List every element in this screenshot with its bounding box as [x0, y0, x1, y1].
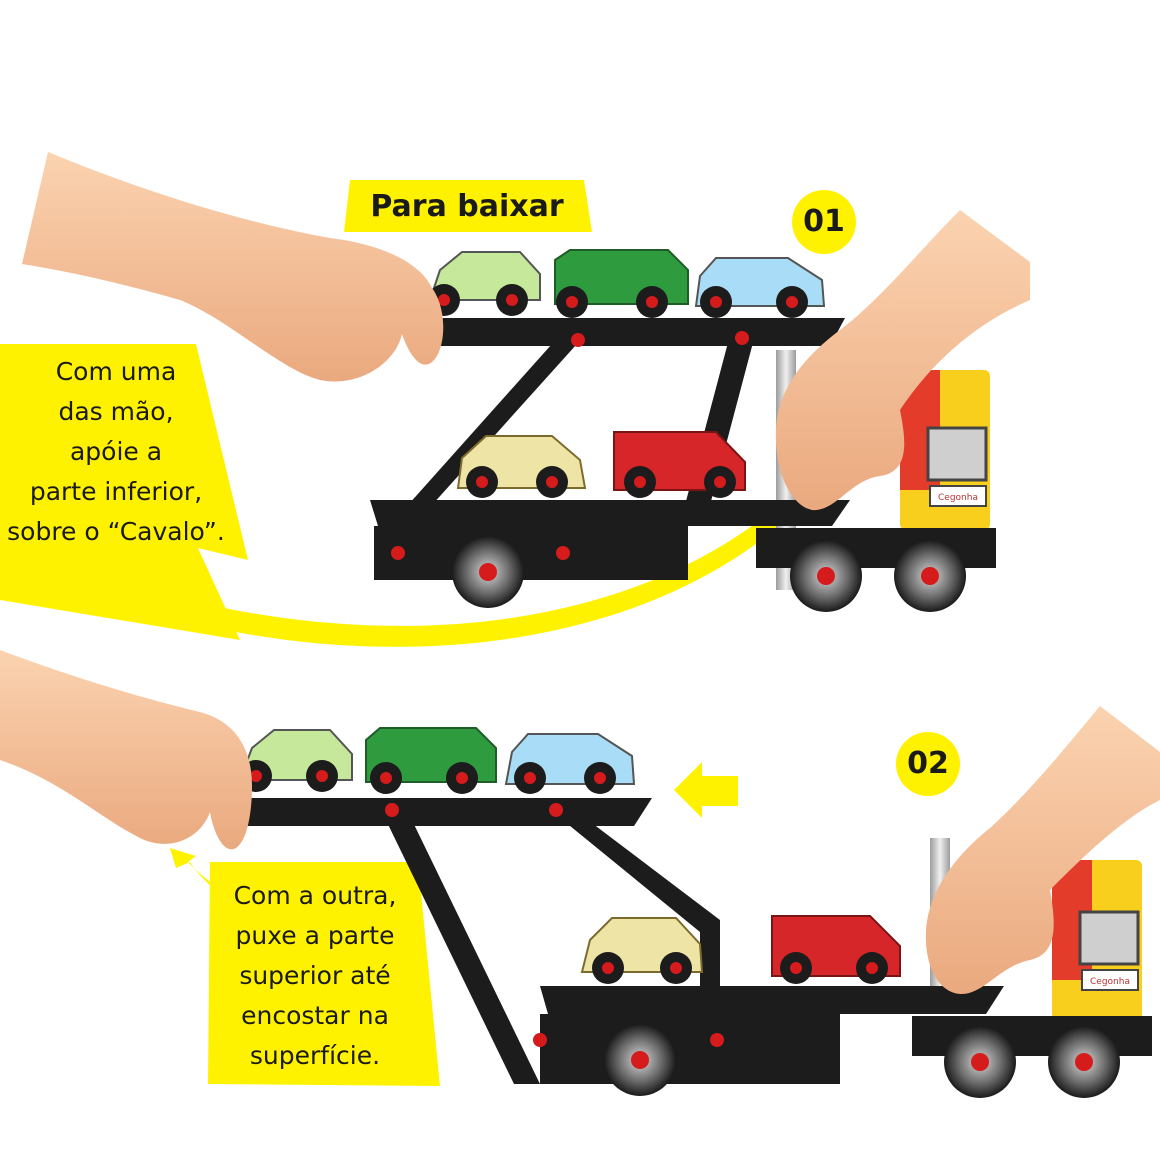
instruction-line: Com a outra,	[233, 881, 397, 910]
instruction-line: puxe a parte	[235, 921, 395, 950]
step-number-2: 02	[907, 746, 949, 781]
hand-icon	[925, 706, 1160, 994]
car-icon	[613, 431, 746, 498]
curved-arrow-icon	[170, 848, 262, 930]
instruction-line: sobre o “Cavalo”.	[7, 517, 225, 546]
truck-brand-2: Cegonha	[1090, 977, 1130, 987]
callout-bubble-1	[0, 344, 248, 640]
step-badge-2	[896, 732, 960, 796]
car-icon	[771, 915, 901, 984]
instruction-line: das mão,	[58, 397, 174, 426]
upper-deck	[398, 318, 845, 346]
wheels-2	[604, 1024, 1120, 1098]
instruction-line: apóie a	[69, 437, 163, 466]
ramp-arm-left	[408, 335, 585, 505]
title-badge	[344, 180, 592, 232]
panel-step-2: Cegonha	[0, 650, 1160, 1098]
instruction-line: superfície.	[249, 1041, 381, 1070]
hand-icon	[775, 210, 1030, 511]
car-icon	[504, 733, 636, 794]
ramp-arm-left	[382, 812, 540, 1084]
ramp-arm-right	[548, 808, 720, 1040]
trailer-body	[540, 1014, 840, 1084]
hand-icon	[0, 650, 252, 850]
arrow-icon	[674, 762, 738, 818]
instruction-text-2: Com a outra, puxe a parte superior até e…	[208, 876, 422, 1076]
callout-bubble-2	[208, 862, 440, 1086]
instruction-text-1: Com uma das mão, apóie a parte inferior,…	[0, 352, 232, 552]
car-icon	[456, 435, 587, 498]
page-title: Para baixar	[370, 189, 564, 224]
truck-cab-icon: Cegonha	[1052, 860, 1142, 1020]
car-icon	[365, 727, 497, 794]
bolts-1	[391, 331, 749, 560]
car-icon	[238, 729, 353, 792]
instruction-line: encostar na	[241, 1001, 389, 1030]
instruction-line: parte inferior,	[29, 477, 203, 506]
instruction-line: superior até	[239, 961, 391, 990]
car-icon	[428, 251, 541, 316]
car-icon	[580, 917, 704, 984]
wheels-1	[452, 536, 966, 612]
ramp-post	[396, 500, 420, 560]
hand-icon	[22, 152, 444, 382]
step-number-1: 01	[803, 204, 845, 239]
truck-brand-1: Cegonha	[938, 493, 978, 503]
trailer-body	[374, 526, 688, 580]
truck-cab-icon: Cegonha	[900, 370, 990, 530]
car-icon	[694, 257, 826, 318]
step-badge-1	[792, 190, 856, 254]
instruction-line: Com uma	[55, 357, 177, 386]
lower-deck	[540, 986, 1004, 1014]
lower-deck	[370, 500, 850, 526]
car-icon	[554, 249, 689, 318]
panel-step-1: Cegonha	[0, 152, 1030, 647]
upper-deck	[210, 798, 652, 826]
bolts-2	[385, 803, 724, 1047]
